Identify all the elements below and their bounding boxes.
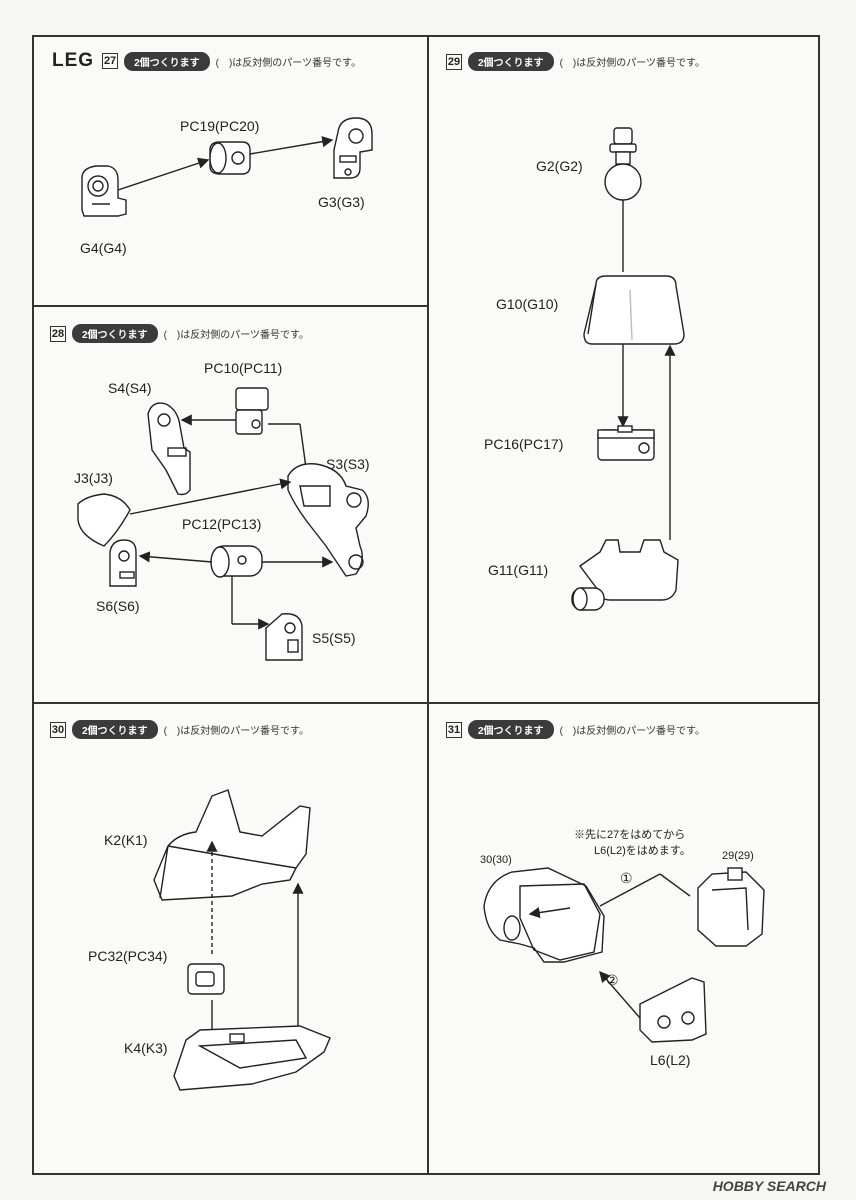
opposite-note: ( )は反対側のパーツ番号です。 <box>559 726 706 737</box>
label-pc32: PC32(PC34) <box>88 948 168 964</box>
label-pc12: PC12(PC13) <box>182 516 262 532</box>
step-number-31: 31 <box>446 721 462 738</box>
part-pc16-drawing <box>597 425 655 461</box>
part-ref-30-drawing <box>483 867 605 963</box>
step-number-27: 27 <box>102 53 119 69</box>
label-g3: G3(G3) <box>318 194 365 210</box>
ref-step-29: 29(29) <box>722 850 754 862</box>
opposite-note: ( )は反対側のパーツ番号です。 <box>559 58 706 69</box>
caution-line-1: ※先に27をはめてから <box>574 829 686 841</box>
part-pc12-drawing <box>210 545 263 578</box>
part-pc32-drawing <box>187 963 225 995</box>
step-28-header: 28 2個つくります ( )は反対側のパーツ番号です。 <box>50 324 309 343</box>
part-ref-29-drawing <box>697 867 765 947</box>
leg-title: LEG <box>52 50 95 71</box>
label-s6: S6(S6) <box>96 598 140 614</box>
divider-h-left-1 <box>34 305 428 307</box>
step-31-header: 31 2個つくります ( )は反対側のパーツ番号です。 <box>446 720 705 739</box>
part-pc19-drawing <box>209 141 251 175</box>
label-g11: G11(G11) <box>488 562 549 578</box>
label-s5: S5(S5) <box>312 630 356 646</box>
label-g4: G4(G4) <box>80 240 127 256</box>
label-pc19: PC19(PC20) <box>180 118 260 134</box>
instruction-sheet <box>32 35 820 1175</box>
step-number-29: 29 <box>446 53 462 70</box>
caution-line-2: L6(L2)をはめます。 <box>594 845 691 857</box>
part-pc10-drawing <box>235 387 269 435</box>
part-g10-drawing <box>583 275 685 345</box>
label-k4: K4(K3) <box>124 1040 168 1056</box>
step-number-30: 30 <box>50 721 66 738</box>
label-g10: G10(G10) <box>496 296 559 312</box>
part-j3-drawing <box>77 493 131 547</box>
step-30-header: 30 2個つくります ( )は反対側のパーツ番号です。 <box>50 720 309 739</box>
make-two-badge: 2個つくります <box>468 52 554 71</box>
divider-vertical <box>427 37 429 1175</box>
part-g3-drawing <box>333 117 373 179</box>
part-s5-drawing <box>265 613 303 661</box>
label-s4: S4(S4) <box>108 380 152 396</box>
part-s4-drawing <box>147 402 191 496</box>
step-number-28: 28 <box>50 325 66 342</box>
opposite-note: ( )は反対側のパーツ番号です。 <box>163 330 310 341</box>
part-s6-drawing <box>109 539 137 587</box>
part-g11-drawing <box>571 539 679 611</box>
ref-step-30: 30(30) <box>480 854 512 866</box>
make-two-badge: 2個つくります <box>72 324 158 343</box>
part-l6-drawing <box>639 977 707 1043</box>
part-g2-drawing <box>604 127 642 201</box>
part-s3-drawing <box>287 463 369 577</box>
divider-h-full <box>34 702 820 704</box>
make-two-badge: 2個つくります <box>72 720 158 739</box>
marker-step-1: ① <box>620 870 633 886</box>
label-s3: S3(S3) <box>326 456 370 472</box>
make-two-badge: 2個つくります <box>468 720 554 739</box>
opposite-note: ( )は反対側のパーツ番号です。 <box>163 726 310 737</box>
part-k4-drawing <box>173 1025 331 1091</box>
part-k2-drawing <box>153 789 311 901</box>
label-pc16: PC16(PC17) <box>484 436 564 452</box>
label-j3: J3(J3) <box>74 470 113 486</box>
step-29-header: 29 2個つくります ( )は反対側のパーツ番号です。 <box>446 52 705 71</box>
label-l6: L6(L2) <box>650 1052 691 1068</box>
label-g2: G2(G2) <box>536 158 583 174</box>
make-two-badge: 2個つくります <box>124 51 210 71</box>
label-pc10: PC10(PC11) <box>204 360 283 376</box>
opposite-note: ( )は反対側のパーツ番号です。 <box>215 57 362 69</box>
marker-step-2: ② <box>606 972 619 988</box>
label-k2: K2(K1) <box>104 832 148 848</box>
watermark: HOBBY SEARCH <box>712 1178 826 1194</box>
step-27-header: LEG 27 2個つくります ( )は反対側のパーツ番号です。 <box>52 50 361 72</box>
part-g4-drawing <box>81 165 127 217</box>
